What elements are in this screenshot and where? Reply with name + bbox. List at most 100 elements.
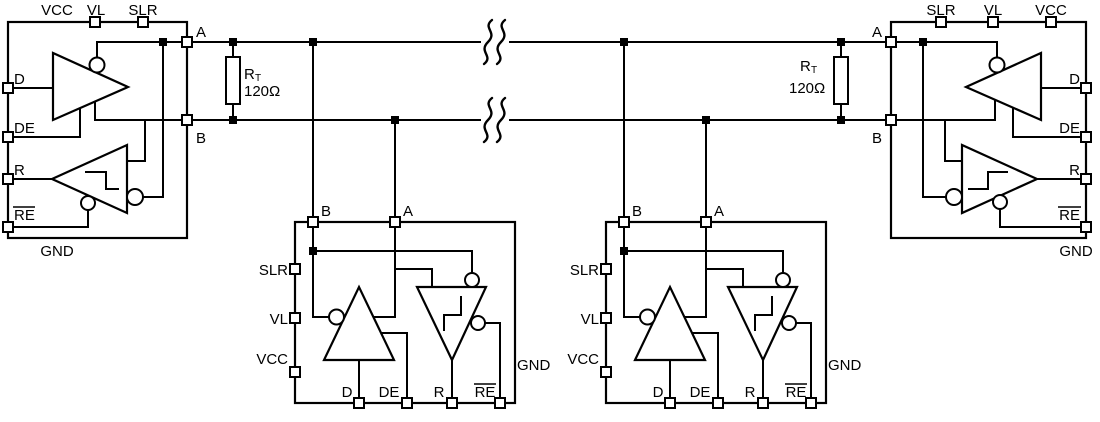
pin-r	[757, 397, 769, 409]
pin-label-r: R	[1069, 162, 1080, 179]
gnd-label: GND	[1059, 243, 1093, 260]
inversion-bubble	[80, 195, 96, 211]
pin-r	[2, 173, 14, 185]
pin-label-re: RE	[475, 384, 496, 401]
junction-dot	[702, 116, 710, 124]
pin-label-slr: SLR	[259, 262, 288, 279]
junction-dot	[159, 38, 167, 46]
inversion-bubble	[328, 308, 345, 326]
pin-label-a: A	[872, 24, 882, 41]
pin-label-re: RE	[14, 207, 35, 224]
hysteresis-icon	[85, 171, 119, 190]
pin-label-slr: SLR	[926, 2, 955, 19]
pin-a	[885, 36, 897, 48]
bus-stub-wires	[623, 41, 707, 223]
pin-label-vcc: VCC	[1035, 2, 1067, 19]
junction-dot	[837, 116, 845, 124]
pin-d	[353, 397, 365, 409]
pin-slr	[289, 263, 301, 275]
hysteresis-icon	[443, 296, 462, 331]
pin-label-re: RE	[1059, 207, 1080, 224]
pin-re	[805, 397, 817, 409]
junction-dot	[229, 38, 237, 46]
pin-label-d: D	[14, 71, 25, 88]
termination-resistor-left: R T 120Ω	[225, 38, 280, 124]
device-outline	[604, 220, 828, 405]
inversion-bubble	[945, 188, 963, 206]
pin-de	[712, 397, 724, 409]
junction-dot	[620, 38, 628, 46]
pin-b	[885, 114, 897, 126]
transceiver-right-end: SLR VL VCC D DE R RE A B GND	[872, 2, 1093, 260]
pin-a	[389, 216, 401, 228]
junction-dot	[309, 247, 317, 255]
pin-label-de: DE	[14, 120, 35, 137]
pin-vl	[89, 16, 101, 28]
pin-label-b: B	[196, 130, 206, 147]
device-outline	[889, 20, 1088, 240]
pin-re	[2, 221, 14, 233]
transceiver-left-end: VCC VL SLR D DE R RE A B GND	[2, 2, 206, 260]
pin-label-slr: SLR	[570, 262, 599, 279]
pin-vcc	[1045, 16, 1057, 28]
receiver-symbol	[415, 285, 488, 363]
pin-label-d: D	[1069, 71, 1080, 88]
pin-d	[1080, 82, 1092, 94]
transceiver-mid-1: B A SLR VL VCC D DE R RE GND	[256, 38, 551, 409]
pin-b	[307, 216, 319, 228]
pin-vl	[987, 16, 999, 28]
junction-dot	[391, 116, 399, 124]
inversion-bubble	[639, 308, 656, 326]
inversion-bubble	[470, 315, 486, 331]
transceiver-mid-2: B A SLR VL VCC D DE R RE GND	[567, 38, 862, 409]
receiver-symbol	[726, 285, 799, 363]
resistor-value-label: 120Ω	[244, 83, 280, 100]
pin-label-re: RE	[786, 384, 807, 401]
pin-label-vl: VL	[581, 311, 599, 328]
pin-label-vcc: VCC	[567, 351, 599, 368]
junction-dot	[309, 38, 317, 46]
inversion-bubble	[88, 56, 106, 74]
inversion-bubble	[992, 194, 1008, 210]
pin-label-a: A	[196, 24, 206, 41]
pin-label-b: B	[321, 203, 331, 220]
pin-a	[700, 216, 712, 228]
pin-vcc	[289, 366, 301, 378]
pin-label-r: R	[14, 162, 25, 179]
pin-d	[664, 397, 676, 409]
pin-label-b: B	[632, 203, 642, 220]
gnd-label: GND	[517, 357, 551, 374]
junction-dot	[229, 116, 237, 124]
resistor-ref-label: R	[244, 66, 255, 83]
resistor-ref-subscript: T	[255, 73, 261, 84]
internal-wiring	[890, 41, 1087, 228]
line-break-icon-a	[482, 18, 507, 66]
pin-b	[181, 114, 193, 126]
pin-r	[446, 397, 458, 409]
pin-re	[494, 397, 506, 409]
pin-re	[1080, 221, 1092, 233]
pin-label-r: R	[434, 384, 445, 401]
inversion-bubble	[464, 272, 480, 288]
resistor-ref-subscript: T	[811, 65, 817, 76]
pin-r	[1080, 173, 1092, 185]
pin-vl	[289, 312, 301, 324]
pin-label-b: B	[872, 130, 882, 147]
hysteresis-icon	[968, 171, 1008, 190]
gnd-label: GND	[40, 243, 74, 260]
pin-b	[618, 216, 630, 228]
pin-label-vl: VL	[87, 2, 105, 19]
inversion-bubble	[126, 188, 144, 206]
junction-dot	[620, 247, 628, 255]
internal-wiring	[312, 221, 501, 404]
pin-slr	[137, 16, 149, 28]
pin-label-vcc: VCC	[256, 351, 288, 368]
pin-label-vl: VL	[984, 2, 1002, 19]
inversion-bubble	[988, 56, 1006, 74]
pin-label-slr: SLR	[128, 2, 157, 19]
junction-dot	[837, 38, 845, 46]
resistor-body	[225, 56, 241, 105]
resistor-value-label: 120Ω	[789, 80, 825, 97]
device-outline	[293, 220, 517, 405]
